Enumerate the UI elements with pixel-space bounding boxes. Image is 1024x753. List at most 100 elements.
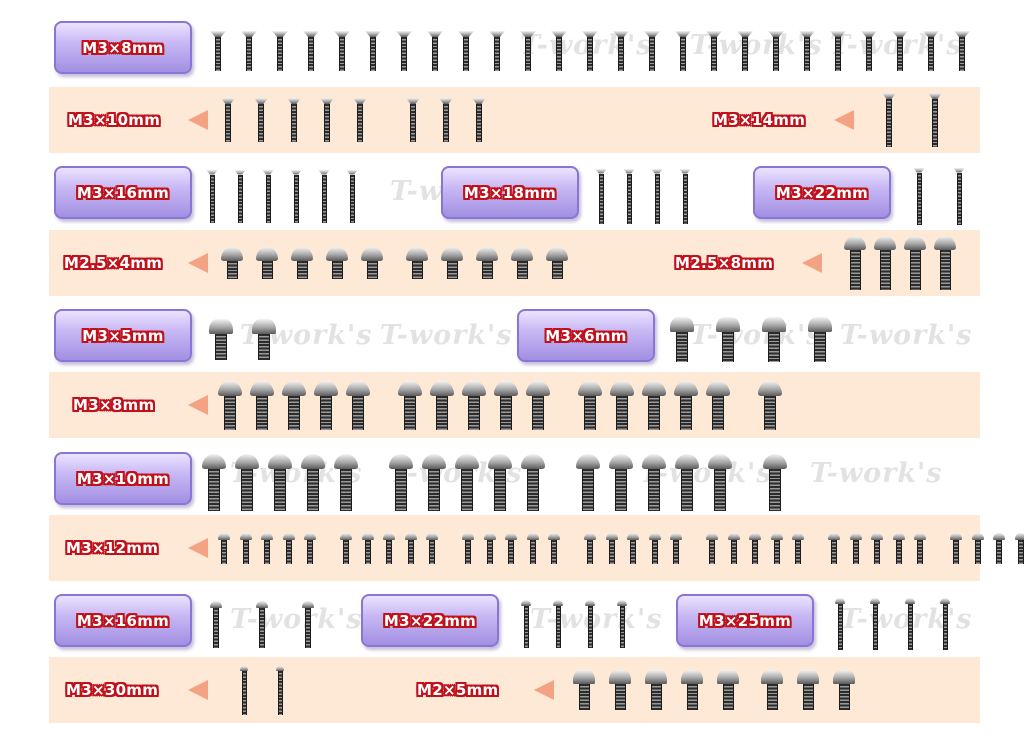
- size-label-m3-6mm: M3×6mm: [517, 309, 655, 362]
- button-screw-icon: [792, 532, 805, 564]
- flat-screw-icon: [353, 98, 367, 142]
- button-screw-icon: [406, 247, 428, 279]
- size-label-m2-5mm: M2×5mm: [417, 675, 498, 705]
- size-label-text: M3×22mm: [775, 183, 869, 202]
- button-screw-icon: [334, 453, 358, 511]
- size-label-m2.5-8mm: M2.5×8mm: [675, 248, 773, 278]
- flat-screw-icon: [287, 98, 301, 142]
- button-screw-icon: [627, 532, 640, 564]
- size-label-text: M3×8mm: [82, 38, 164, 57]
- flat-screw-icon: [334, 31, 350, 71]
- button-screw-icon: [674, 380, 698, 430]
- button-screw-icon: [934, 236, 956, 290]
- flat-screw-icon: [953, 167, 965, 225]
- flat-screw-icon: [706, 31, 722, 71]
- flat-screw-icon: [241, 31, 257, 71]
- button-screw-icon: [430, 380, 454, 430]
- button-screw-icon: [521, 600, 531, 648]
- button-screw-icon: [642, 380, 666, 430]
- size-label-m3-16mm: M3×16mm: [54, 594, 192, 647]
- flat-screw-icon: [595, 168, 607, 224]
- button-screw-icon: [993, 532, 1006, 564]
- button-screw-icon: [648, 532, 661, 564]
- button-screw-icon: [526, 380, 550, 430]
- watermark-text: T-work's: [840, 604, 973, 635]
- flat-screw-icon: [427, 31, 443, 71]
- flange-screw-icon: [681, 670, 703, 710]
- arrow-left-icon: [188, 253, 208, 273]
- button-screw-icon: [301, 453, 325, 511]
- button-screw-icon: [727, 532, 740, 564]
- button-screw-icon: [256, 600, 268, 648]
- button-screw-icon: [462, 380, 486, 430]
- flat-screw-icon: [206, 169, 218, 223]
- flange-screw-icon: [716, 316, 740, 362]
- flat-screw-icon: [365, 31, 381, 71]
- watermark-text: T-work's: [810, 458, 943, 489]
- button-screw-icon: [511, 247, 533, 279]
- size-label-m3-22mm: M3×22mm: [361, 594, 499, 647]
- button-screw-icon: [904, 236, 926, 290]
- flat-screw-icon: [254, 98, 268, 142]
- flat-screw-icon: [234, 169, 246, 223]
- size-label-m3-16mm: M3×16mm: [54, 166, 192, 219]
- size-label-text: M3×18mm: [463, 183, 557, 202]
- flat-screw-icon: [623, 168, 635, 224]
- button-screw-icon: [874, 236, 896, 290]
- flat-screw-icon: [262, 169, 274, 223]
- size-label-m3-10mm: M3×10mm: [68, 105, 160, 135]
- size-label-text: M3×10mm: [68, 111, 161, 129]
- button-screw-icon: [488, 453, 512, 511]
- flat-screw-icon: [520, 31, 536, 71]
- button-screw-icon: [706, 532, 718, 564]
- size-label-text: M3×5mm: [82, 326, 164, 345]
- button-screw-icon: [871, 532, 884, 564]
- button-screw-icon: [346, 380, 370, 430]
- button-screw-icon: [706, 380, 730, 430]
- button-screw-icon: [218, 380, 242, 430]
- button-screw-icon: [763, 453, 787, 511]
- size-label-text: M3×8mm: [73, 396, 155, 414]
- button-screw-icon: [218, 532, 230, 564]
- flat-screw-icon: [472, 98, 486, 142]
- flat-screw-icon: [272, 31, 288, 71]
- flat-screw-icon: [928, 93, 942, 147]
- button-screw-icon: [389, 453, 413, 511]
- button-screw-icon: [221, 247, 243, 279]
- flat-screw-icon: [303, 31, 319, 71]
- button-screw-icon: [505, 532, 518, 564]
- button-screw-icon: [578, 380, 602, 430]
- flat-screw-icon: [830, 31, 846, 71]
- button-screw-icon: [426, 532, 439, 564]
- button-screw-icon: [210, 600, 222, 648]
- button-screw-icon: [609, 453, 633, 511]
- size-label-text: M3×14mm: [713, 111, 806, 129]
- button-screw-icon: [1014, 532, 1024, 564]
- size-label-m3-12mm: M3×12mm: [66, 533, 158, 563]
- button-screw-icon: [526, 532, 539, 564]
- button-screw-icon: [282, 380, 306, 430]
- button-screw-icon: [576, 453, 600, 511]
- button-screw-icon: [605, 532, 618, 564]
- size-label-text: M3×6mm: [545, 326, 627, 345]
- size-label-m3-8mm: M3×8mm: [54, 21, 192, 74]
- button-screw-icon: [361, 247, 383, 279]
- arrow-left-icon: [188, 110, 208, 130]
- button-screw-icon: [670, 532, 683, 564]
- flat-screw-icon: [954, 31, 970, 71]
- button-screw-icon: [240, 665, 248, 715]
- button-screw-icon: [235, 453, 259, 511]
- button-screw-icon: [239, 532, 252, 564]
- button-screw-icon: [302, 600, 314, 648]
- flange-screw-icon: [609, 670, 631, 710]
- button-screw-icon: [758, 380, 782, 430]
- flat-screw-icon: [861, 31, 877, 71]
- button-screw-icon: [610, 380, 634, 430]
- button-screw-icon: [268, 453, 292, 511]
- flat-screw-icon: [439, 98, 453, 142]
- button-screw-icon: [546, 247, 568, 279]
- arrow-left-icon: [534, 680, 554, 700]
- button-screw-icon: [462, 532, 474, 564]
- button-screw-icon: [828, 532, 840, 564]
- flat-screw-icon: [737, 31, 753, 71]
